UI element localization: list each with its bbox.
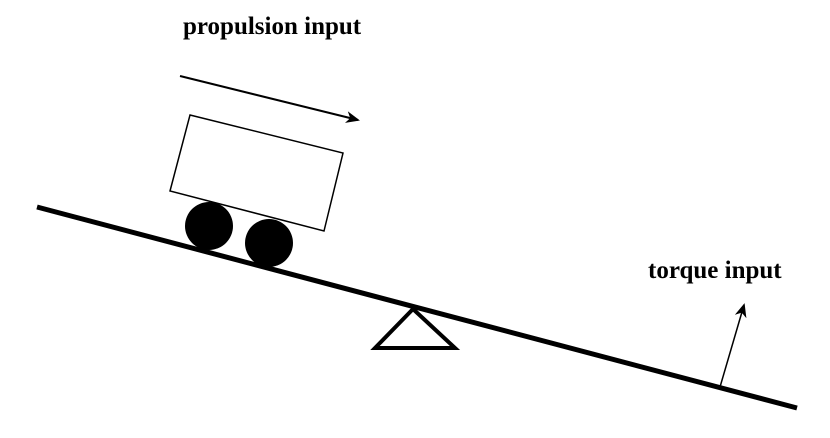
propulsion-arrow xyxy=(179,75,360,123)
torque-arrow xyxy=(719,303,747,388)
propulsion-input-label: propulsion input xyxy=(183,13,362,40)
torque-input-label: torque input xyxy=(648,257,782,284)
tilting-beam xyxy=(36,204,798,411)
cart-wheel-front xyxy=(185,202,233,250)
cart-body xyxy=(169,114,344,232)
cart-wheel-rear xyxy=(245,219,293,267)
pivot-triangle xyxy=(370,306,461,350)
